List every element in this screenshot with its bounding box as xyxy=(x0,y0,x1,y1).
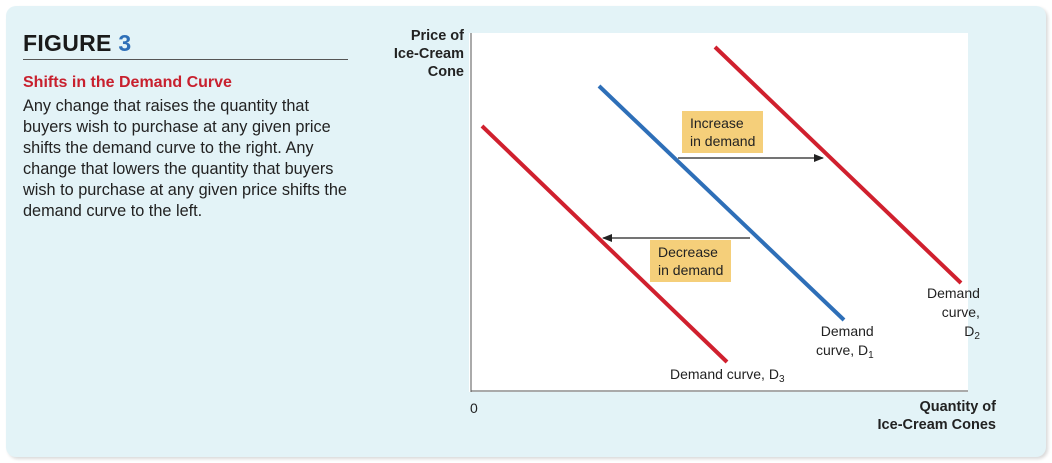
demand-curve-d3 xyxy=(480,124,729,364)
figure-label: FIGURE 3 xyxy=(23,30,132,57)
d3-label: Demand curve, D3 xyxy=(670,366,785,385)
d1-label-line: Demand xyxy=(820,323,874,339)
x-axis-label: Quantity of Ice-Cream Cones xyxy=(796,398,996,434)
demand-curve-d2 xyxy=(713,45,963,285)
y-axis-label: Price of Ice-Cream Cone xyxy=(344,27,464,81)
demand-curve-d1 xyxy=(597,84,846,322)
d2-label-line: Demand xyxy=(927,285,980,301)
y-axis-label-line: Price of xyxy=(410,28,464,44)
decrease-callout: Decrease in demand xyxy=(650,240,732,282)
origin-label: 0 xyxy=(470,400,478,416)
callout-line: Decrease xyxy=(658,244,718,260)
y-axis-label-line: Ice-Cream xyxy=(393,46,464,62)
figure-title: Shifts in the Demand Curve xyxy=(23,74,232,91)
plot-area: Increase in demand Decrease in demand De… xyxy=(469,33,980,392)
x-axis-label-line: Quantity of xyxy=(919,399,996,415)
figure-label-text: FIGURE xyxy=(23,30,112,56)
callout-line: Increase xyxy=(690,115,744,131)
y-axis-label-line: Cone xyxy=(427,64,464,80)
d1-label-line2: curve, D1 xyxy=(816,342,874,361)
increase-callout: Increase in demand xyxy=(682,111,764,153)
x-axis-label-line: Ice-Cream Cones xyxy=(877,417,996,433)
figure-number: 3 xyxy=(118,30,132,56)
d2-label: Demand curve, D2 xyxy=(927,284,980,342)
d1-label: Demand curve, D1 xyxy=(816,322,874,361)
callout-line: in demand xyxy=(658,262,724,278)
d2-label-line2: curve, D2 xyxy=(941,304,980,342)
demand-diagram xyxy=(470,33,968,392)
divider xyxy=(23,59,348,60)
callout-line: in demand xyxy=(690,133,756,149)
figure-caption: Any change that raises the quantity that… xyxy=(23,97,347,220)
